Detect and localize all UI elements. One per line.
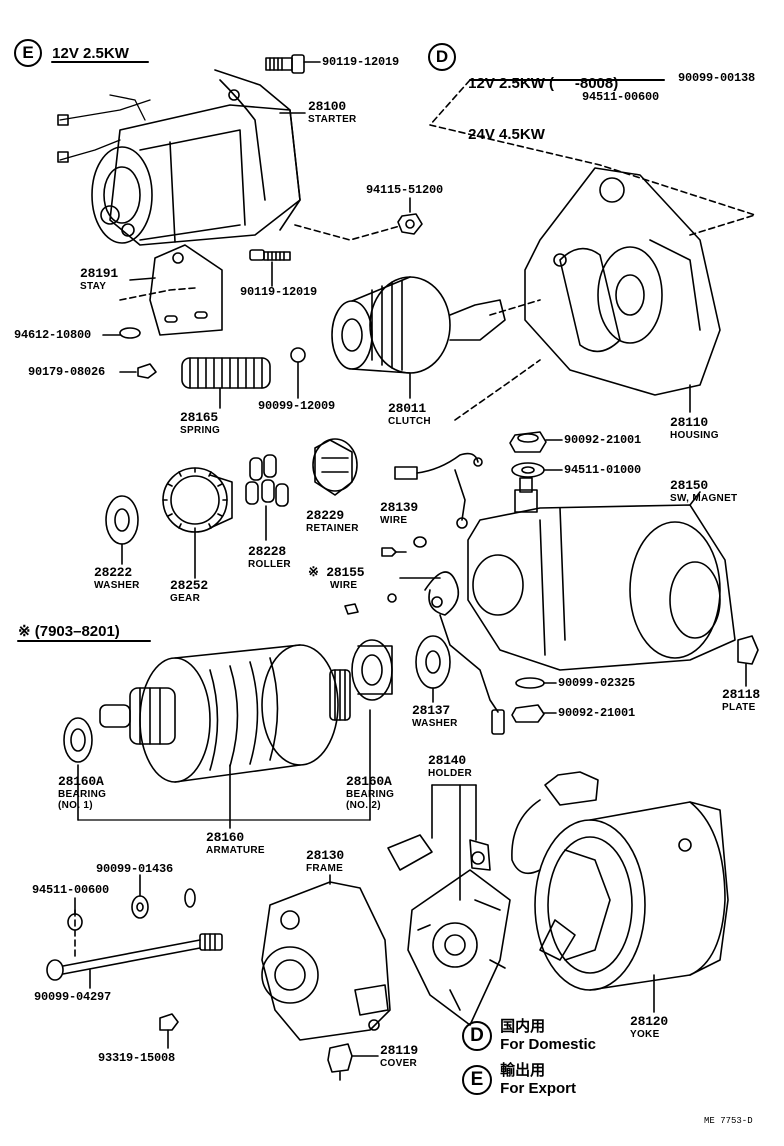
legend-domestic: D 国内用 For Domestic bbox=[462, 1018, 596, 1054]
part-94115-51200: 94115-51200 bbox=[366, 183, 444, 197]
cover-28119-drawing bbox=[327, 1043, 353, 1081]
legend-export-circle: E bbox=[462, 1065, 492, 1095]
rollers-28228-drawing bbox=[245, 454, 289, 507]
legend-domestic-en: For Domestic bbox=[500, 1036, 597, 1053]
starter-assembly-drawing bbox=[57, 69, 301, 246]
part-94511-01000: 94511-01000 bbox=[564, 463, 642, 477]
gear-28252-drawing bbox=[162, 467, 233, 533]
part-90099-04297: 90099-04297 bbox=[34, 990, 112, 1004]
part-94511-00600-top: 94511-00600 bbox=[582, 90, 660, 104]
part-93319-15008: 93319-15008 bbox=[98, 1051, 176, 1065]
part-90092-21001-top: 90092-21001 bbox=[564, 433, 642, 447]
domestic-spec-line2: 24V 4.5KW bbox=[468, 126, 545, 143]
domestic-circle-badge: D bbox=[428, 43, 456, 71]
part-90179-08026: 90179-08026 bbox=[28, 365, 106, 379]
spring-28165-drawing bbox=[181, 357, 271, 389]
legend-domestic-circle: D bbox=[462, 1021, 492, 1051]
housing-28110-drawing bbox=[524, 167, 721, 396]
part-90119-12019-mid: 90119-12019 bbox=[240, 285, 318, 299]
through-bolt-drawing bbox=[46, 933, 223, 981]
frame-28130-drawing bbox=[261, 881, 391, 1041]
retainer-28229-drawing bbox=[312, 438, 358, 496]
clutch-28011-drawing bbox=[331, 276, 506, 374]
wire-28139-drawing bbox=[394, 452, 483, 529]
part-94511-00600-bottom: 94511-00600 bbox=[32, 883, 110, 897]
armature-28160-drawing bbox=[99, 644, 351, 783]
part-94612-10800: 94612-10800 bbox=[14, 328, 92, 342]
legend-domestic-jp: 国内用 bbox=[500, 1018, 546, 1035]
note-range-header: ※ (7903–8201) bbox=[18, 623, 120, 640]
part-90092-21001-bottom: 90092-21001 bbox=[558, 706, 636, 720]
wire-28155-drawing bbox=[424, 571, 505, 735]
stay-bracket-drawing bbox=[149, 244, 223, 336]
magnet-switch-28150-drawing bbox=[467, 477, 736, 671]
legend-export-jp: 輸出用 bbox=[500, 1062, 546, 1079]
bolt-90119-top-drawing bbox=[265, 54, 305, 74]
part-90099-12009: 90099-12009 bbox=[258, 399, 336, 413]
part-90099-00138: 90099-00138 bbox=[678, 71, 756, 85]
part-90099-01436: 90099-01436 bbox=[96, 862, 174, 876]
export-circle-badge: E bbox=[14, 39, 42, 67]
brush-holder-28140-drawing bbox=[387, 834, 511, 1026]
part-90099-02325: 90099-02325 bbox=[558, 676, 636, 690]
bolt-90119-mid-drawing bbox=[249, 249, 291, 261]
domestic-spec-line1: 12V 2.5KW ( -8008) bbox=[468, 75, 619, 92]
domestic-spec-header: D 12V 2.5KW ( -8008) 24V 4.5KW bbox=[428, 41, 618, 177]
legend-export: E 輸出用 For Export bbox=[462, 1062, 576, 1098]
footer-code: ME 7753-D bbox=[704, 1116, 753, 1126]
nut-94115-drawing bbox=[397, 213, 423, 235]
yoke-28120-drawing bbox=[511, 771, 729, 991]
legend-export-en: For Export bbox=[500, 1080, 577, 1097]
export-spec-header: E 12V 2.5KW bbox=[14, 39, 129, 67]
export-spec-text: 12V 2.5KW bbox=[52, 45, 129, 62]
part-90119-12019-top: 90119-12019 bbox=[322, 55, 400, 69]
